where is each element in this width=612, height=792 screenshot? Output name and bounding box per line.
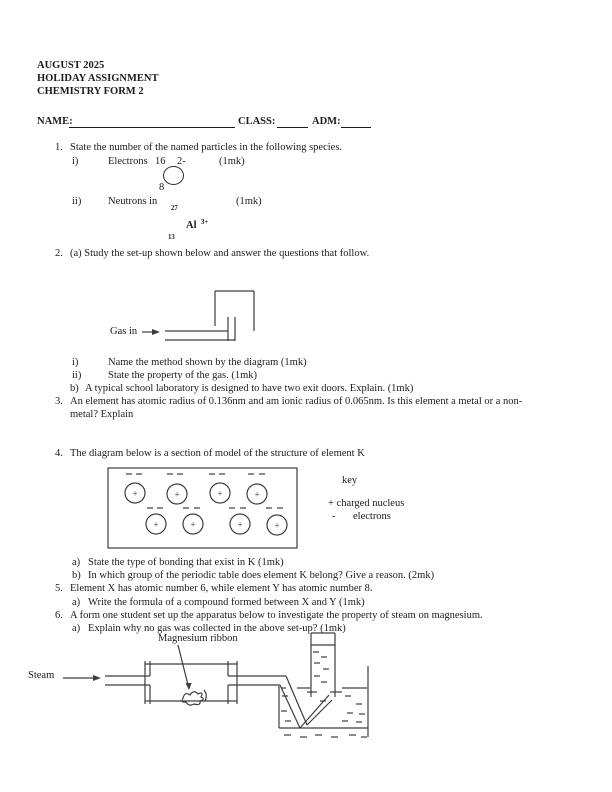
q6-number: 6. <box>55 610 63 621</box>
header-title: HOLIDAY ASSIGNMENT <box>37 73 159 84</box>
steam-label: Steam <box>28 670 55 681</box>
q5-a-label: a) <box>72 597 81 608</box>
q4-text: The diagram below is a section of model … <box>70 448 365 459</box>
class-underline <box>277 127 308 128</box>
q2-i-text: Name the method shown by the diagram (1m… <box>108 357 307 368</box>
q3-line1: An element has atomic radius of 0.136nm … <box>70 396 523 407</box>
q5-number: 5. <box>55 583 63 594</box>
q6-text: A form one student set up the apparatus … <box>70 610 483 621</box>
key-minus-sign: - <box>332 511 336 522</box>
q2-b-text: A typical school laboratory is designed … <box>85 383 414 394</box>
species1-charge: 2- <box>177 156 186 167</box>
magnesium-pointer-arrowhead <box>185 683 192 690</box>
metallic-structure-diagram: + + + + + + + + <box>107 467 298 549</box>
nucleus-plus: + <box>132 489 137 499</box>
combustion-tube <box>144 661 238 704</box>
q2-number: 2. <box>55 248 63 259</box>
key-title: key <box>342 475 358 486</box>
q6-a-text: Explain why no gas was collected in the … <box>88 623 346 634</box>
q2-i-label: i) <box>72 357 79 368</box>
q2-ii-text: State the property of the gas. (1mk) <box>108 370 257 381</box>
nucleus-plus: + <box>153 520 158 530</box>
nucleus-plus: + <box>254 490 259 500</box>
species2-atomic-number: 13 <box>168 234 175 241</box>
q1-number: 1. <box>55 142 63 153</box>
q1-ii-label: ii) <box>72 196 82 207</box>
steam-apparatus-diagram <box>63 632 369 738</box>
gas-in-arrowhead <box>152 329 160 335</box>
key-plus-entry: + charged nucleus <box>328 498 405 509</box>
species1-atomic-number: 8 <box>159 182 165 193</box>
q4-a-text: State the type of bonding that exist in … <box>88 557 284 568</box>
q1-text: State the number of the named particles … <box>70 142 343 153</box>
nucleus-plus: + <box>237 520 242 530</box>
steam-arrowhead <box>93 675 101 681</box>
q4-a-label: a) <box>72 557 81 568</box>
q1-ii-text: Neutrons in <box>108 196 158 207</box>
water-dashes <box>281 651 367 738</box>
nucleus-row-bottom: + + + + <box>145 507 288 536</box>
q4-b-label: b) <box>72 570 81 581</box>
adm-label: ADM: <box>312 116 341 127</box>
species2-charge: 3+ <box>201 219 209 226</box>
magnesium-ribbon-curl <box>203 689 207 702</box>
magnesium-pointer-arrow <box>177 644 189 686</box>
q1-i-marks: (1mk) <box>219 156 245 167</box>
q3-number: 3. <box>55 396 63 407</box>
structure-border <box>107 467 298 549</box>
name-underline <box>69 127 235 128</box>
species1-element-circle <box>163 166 184 185</box>
nucleus-plus: + <box>174 490 179 500</box>
q1-i-text: Electrons <box>108 156 148 167</box>
q2-ii-label: ii) <box>72 370 82 381</box>
delivery-tube <box>228 675 333 729</box>
nucleus-plus: + <box>274 521 279 531</box>
q5-text: Element X has atomic number 6, while ele… <box>70 583 373 594</box>
nucleus-plus: + <box>190 520 195 530</box>
q1-i-label: i) <box>72 156 79 167</box>
magnesium-ribbon-label: Magnesium ribbon <box>158 633 238 644</box>
water-trough <box>278 666 369 737</box>
q1-ii-marks: (1mk) <box>236 196 262 207</box>
q4-b-text: In which group of the periodic table doe… <box>88 570 435 581</box>
q2-b-label: b) <box>70 383 79 394</box>
name-label: NAME: <box>37 116 73 127</box>
q5-a-text: Write the formula of a compound formed b… <box>88 597 365 608</box>
adm-underline <box>341 127 371 128</box>
nucleus-row-top: + + + + <box>124 473 268 505</box>
magnesium-ribbon <box>181 691 204 706</box>
q4-number: 4. <box>55 448 63 459</box>
species2-mass-number: 27 <box>171 205 178 212</box>
header-date: AUGUST 2025 <box>37 60 105 71</box>
header-subject: CHEMISTRY FORM 2 <box>37 86 144 97</box>
q6-a-label: a) <box>72 623 81 634</box>
gas-in-label: Gas in <box>110 326 138 337</box>
nucleus-plus: + <box>217 489 222 499</box>
q3-line2: metal? Explain <box>70 409 134 420</box>
inverted-cylinder <box>307 632 342 697</box>
gas-collection-diagram <box>142 290 255 341</box>
class-label: CLASS: <box>238 116 276 127</box>
q2-text: (a) Study the set-up shown below and ans… <box>70 248 370 259</box>
species2-symbol: Al <box>186 220 197 231</box>
key-minus-entry: electrons <box>353 511 391 522</box>
species1-mass-number: 16 <box>155 156 166 167</box>
